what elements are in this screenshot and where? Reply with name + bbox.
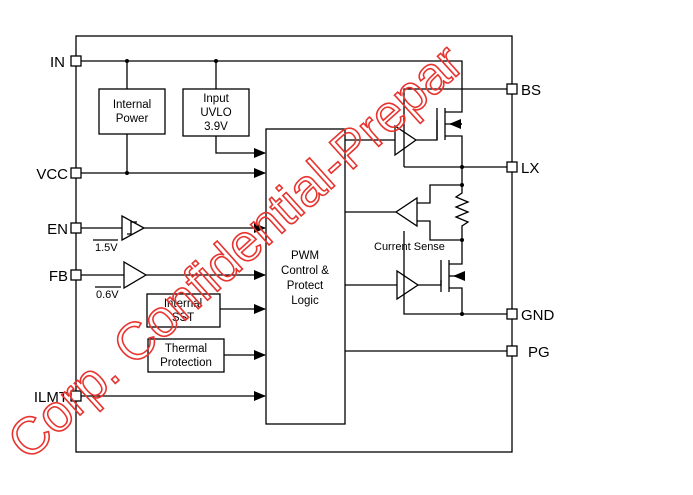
pin-vcc: VCC [36,166,82,183]
pin-vcc-label: VCC [36,166,68,183]
en-threshold-label: 1.5V [95,242,118,254]
svg-text:Logic: Logic [291,295,319,307]
chip-outline [75,35,513,453]
pin-bs: BS [506,82,541,99]
svg-text:3.9V: 3.9V [204,121,228,133]
high-side-mosfet [436,87,463,167]
current-sense-amplifier [345,184,464,242]
pin-gnd-label: GND [521,307,555,324]
input-uvlo-block: Input UVLO 3.9V [182,88,250,137]
thermal-protection-block: Thermal Protection [147,338,225,373]
pin-pg: PG [506,344,550,361]
svg-text:Internal: Internal [113,99,151,111]
svg-text:Control &: Control & [281,265,329,277]
pin-ilmt-label: ILMT [34,389,68,406]
pin-in-label: IN [50,54,65,71]
pin-gnd: GND [506,307,555,324]
fb-error-amplifier: 0.6V [81,260,266,301]
svg-text:Input: Input [203,93,229,105]
svg-text:UVLO: UVLO [200,107,231,119]
pin-lx-label: LX [521,160,539,177]
svg-text:Protect: Protect [287,280,324,292]
internal-power-block: Internal Power [98,88,166,135]
svg-text:Protection: Protection [160,357,212,369]
svg-text:PWM: PWM [291,250,319,262]
pin-bs-label: BS [521,82,541,99]
pin-pg-label: PG [528,344,550,361]
sense-resistor [454,185,470,240]
low-side-mosfet [440,240,465,314]
svg-text:Thermal: Thermal [165,343,207,355]
pin-en-label: EN [47,221,68,238]
gnd-line [403,231,507,315]
internal-sst-block: Internal SST [146,293,221,328]
svg-text:SST: SST [172,312,194,324]
bs-line [403,88,507,167]
in-rail [81,60,463,87]
pin-ilmt: ILMT [34,389,82,406]
svg-text:Internal: Internal [164,298,202,310]
low-side-driver [345,269,442,301]
current-sense-label: Current Sense [374,241,445,253]
svg-text:Power: Power [116,113,149,125]
pin-fb-label: FB [49,268,68,285]
en-comparator: 1.5V [81,214,266,254]
pin-lx: LX [506,160,539,177]
pwm-control-logic-block: PWM Control & Protect Logic [265,128,346,425]
fb-reference-label: 0.6V [96,289,119,301]
